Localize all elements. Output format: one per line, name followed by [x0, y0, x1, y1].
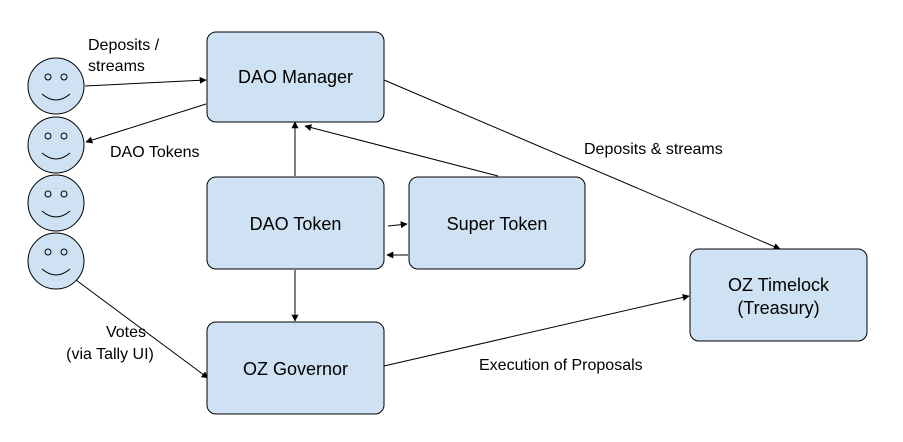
- label-votes-1: Votes: [106, 324, 146, 341]
- smiley-face-icon: [27, 174, 85, 232]
- label-deposits-streams-2: streams: [88, 58, 145, 75]
- node-oz-timelock-label-1: OZ Timelock: [728, 275, 830, 295]
- node-dao-token: DAO Token: [206, 176, 385, 270]
- smiley-face-icon: [27, 116, 85, 174]
- node-oz-governor: OZ Governor: [206, 321, 385, 415]
- label-dao-tokens: DAO Tokens: [110, 144, 200, 161]
- smiley-face-icon: [27, 57, 85, 115]
- node-super-token: Super Token: [408, 176, 586, 270]
- edge-tokens-to-user: [85, 103, 207, 144]
- edge-manager-to-timelock: [383, 79, 781, 250]
- label-votes-2: (via Tally UI): [66, 346, 154, 363]
- edges: [75, 76, 781, 379]
- smiley-face-icon: [27, 232, 85, 290]
- node-super-token-label: Super Token: [447, 214, 548, 234]
- edge-votes-to-governor: [75, 279, 209, 379]
- edge-governor-to-timelock: [383, 293, 690, 367]
- label-execution-of-proposals: Execution of Proposals: [479, 357, 643, 374]
- node-dao-manager-label: DAO Manager: [238, 67, 353, 87]
- edge-token-to-supertoken: [387, 221, 408, 229]
- label-deposits-streams-1: Deposits /: [88, 37, 160, 54]
- node-oz-timelock: OZ Timelock (Treasury): [689, 248, 868, 342]
- label-deposits-and-streams: Deposits & streams: [584, 141, 723, 158]
- node-oz-governor-label: OZ Governor: [243, 359, 348, 379]
- edge-deposits-to-manager: [84, 76, 207, 87]
- node-oz-timelock-label-2: (Treasury): [737, 298, 819, 318]
- node-dao-manager: DAO Manager: [206, 31, 385, 123]
- edge-labels: Deposits / streams DAO Tokens Deposits &…: [66, 37, 723, 374]
- node-dao-token-label: DAO Token: [250, 214, 342, 234]
- edge-supertoken-to-manager: [304, 124, 499, 177]
